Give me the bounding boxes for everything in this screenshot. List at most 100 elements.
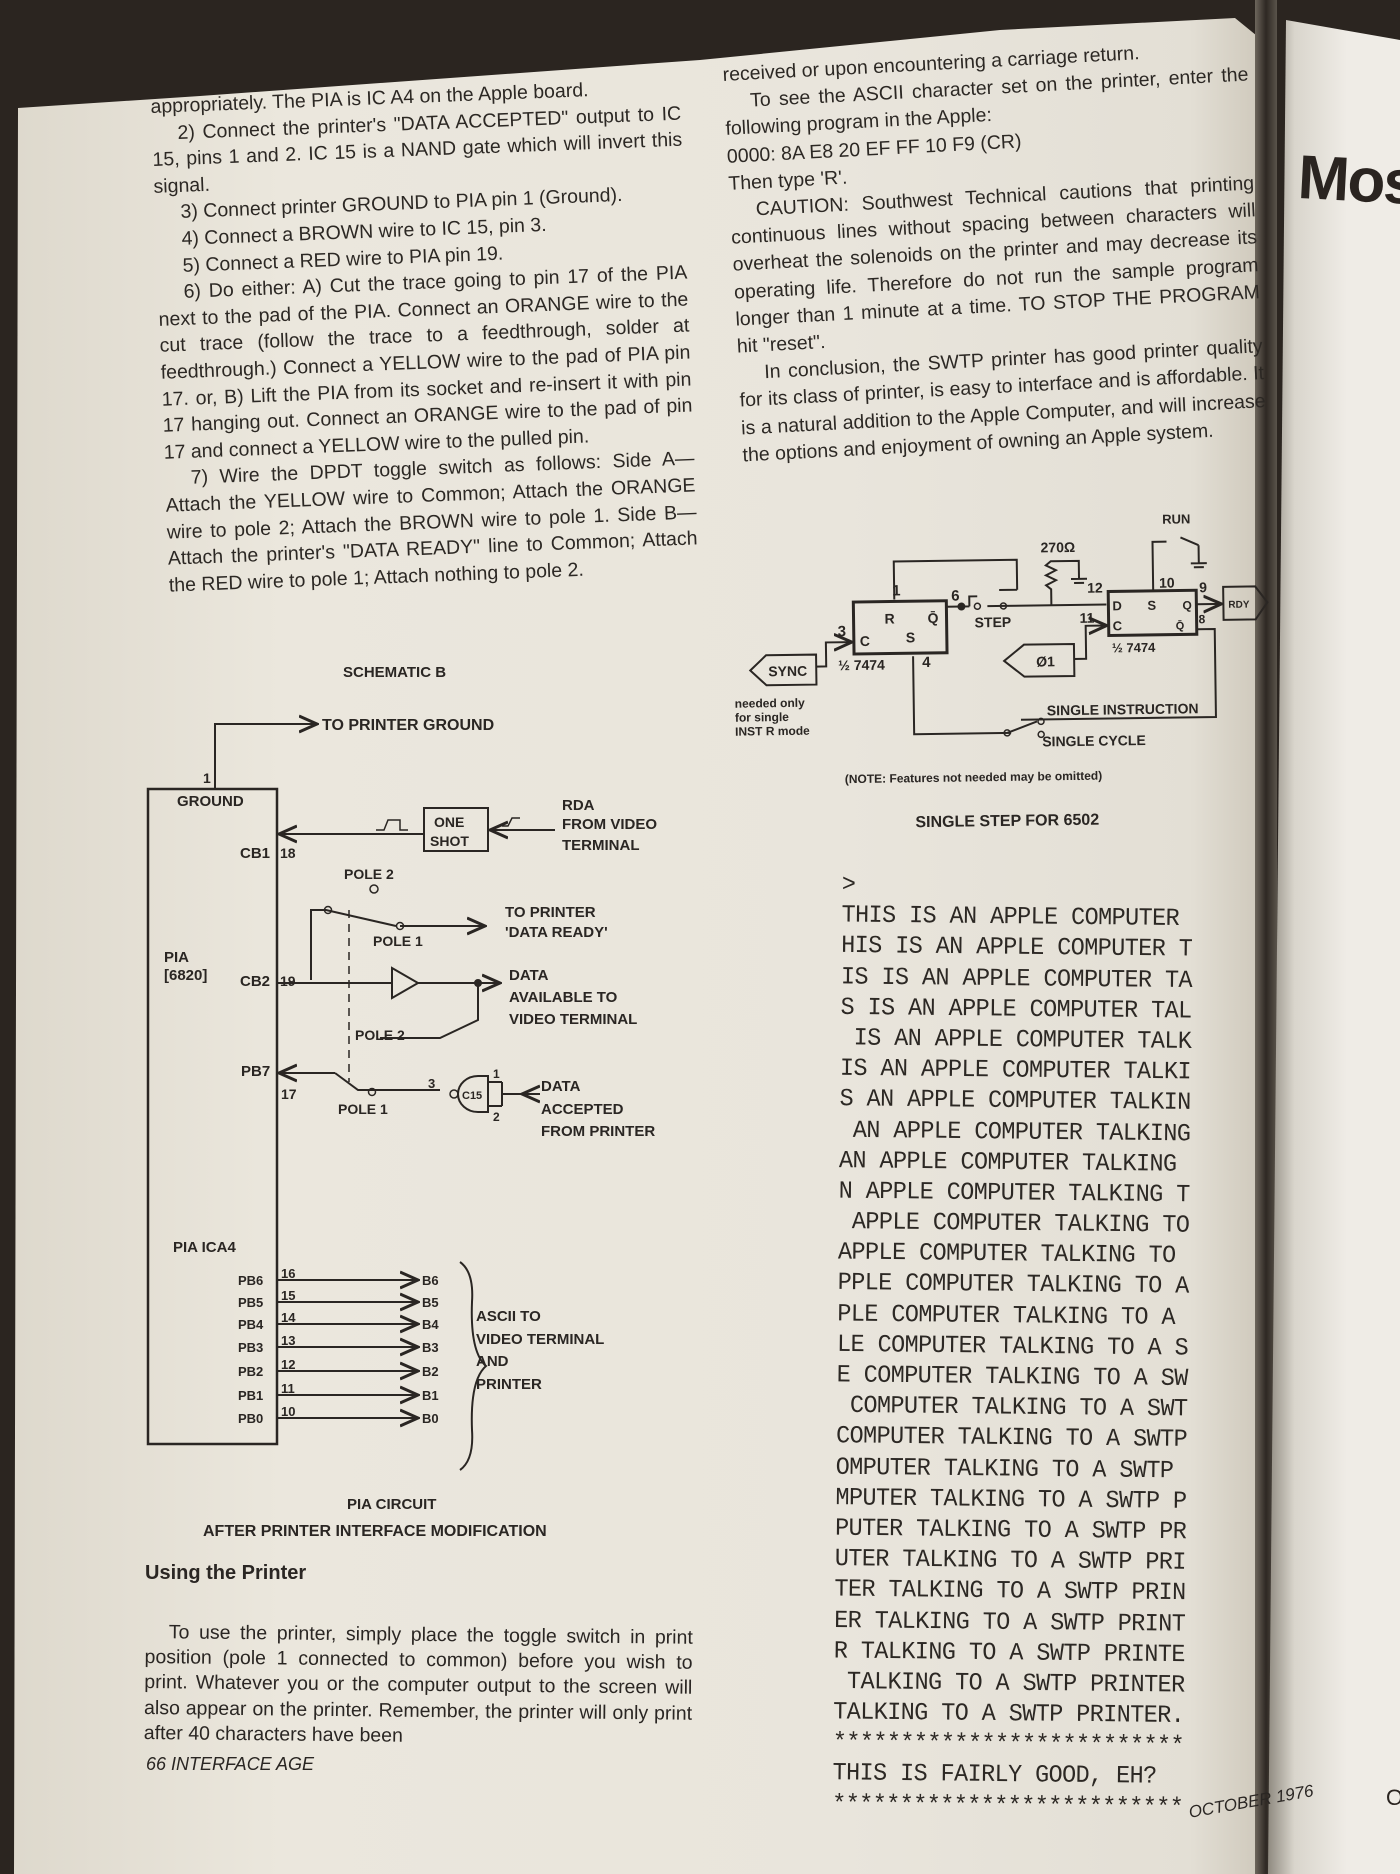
resistor-label: 270Ω (1040, 539, 1075, 555)
printout-line: APPLE COMPUTER TALKING TO (838, 1208, 1190, 1241)
pia-ica4-label: PIA ICA4 (173, 1239, 236, 1256)
switch-contact (973, 602, 982, 611)
pin-label: 1 (493, 1067, 500, 1081)
single-instruction-label: SINGLE INSTRUCTION (1047, 700, 1199, 718)
gate-bubble (449, 1089, 459, 1099)
port-label: PB3 (238, 1340, 263, 1355)
pin-label: D (1112, 598, 1122, 613)
printout-line: TALKING TO A SWTP PRINTER (833, 1667, 1185, 1700)
pin-label: 1 (203, 770, 211, 786)
pin-label: 9 (1199, 579, 1207, 595)
printout-line: S AN APPLE COMPUTER TALKIN (839, 1085, 1191, 1118)
pin-label: 2 (493, 1110, 500, 1124)
printout-line: IS AN APPLE COMPUTER TALK (840, 1024, 1192, 1057)
pole-label: POLE 1 (373, 933, 423, 949)
page-footer: 66 INTERFACE AGE (146, 1754, 315, 1774)
pin-label: Q (1182, 598, 1192, 612)
switch-contact (1003, 729, 1011, 737)
pole-label: POLE 2 (355, 1027, 405, 1043)
pin-label: 6 (951, 588, 960, 605)
bit-label: B4 (422, 1317, 439, 1332)
bit-label: B5 (422, 1295, 439, 1310)
pole1-wire (334, 1072, 440, 1091)
phi1-wire (1074, 626, 1107, 660)
port-label: PB2 (238, 1364, 263, 1379)
pin-label: 4 (922, 654, 931, 671)
data-available-label: AVAILABLE TO (509, 989, 618, 1006)
mode-switch-wire (912, 627, 1217, 736)
printout-line: PUTER TALKING TO A SWTP PR (834, 1514, 1187, 1547)
printout-line: S IS AN APPLE COMPUTER TAL (840, 993, 1192, 1026)
port-label: PB1 (238, 1388, 263, 1403)
single-cycle-label: SINGLE CYCLE (1042, 732, 1146, 749)
buffer-gate (277, 966, 478, 1000)
pin-label: 10 (281, 1404, 295, 1419)
feedback-wire (892, 558, 1019, 600)
sync-tag (748, 653, 818, 687)
printout-line: R TALKING TO A SWTP PRINTE (833, 1637, 1186, 1670)
printout-line: AN APPLE COMPUTER TALKING (839, 1116, 1191, 1149)
pin-label: S (1147, 598, 1156, 613)
schematic-b: SCHEMATIC B TO PRINTER GROUND 1 GROUND C… (146, 664, 657, 1540)
ascii-label: ASCII TO (476, 1308, 541, 1325)
facing-page: Mos O (1268, 20, 1400, 1874)
step-switch-wire (946, 595, 1107, 608)
port-label: PB5 (238, 1295, 263, 1310)
printout-line: HIS IS AN APPLE COMPUTER T (841, 932, 1193, 965)
rdy-tag (1222, 585, 1269, 621)
printout-line: UTER TALKING TO A SWTP PRI (834, 1545, 1186, 1578)
pin-label: 12 (1087, 580, 1103, 596)
pin-label: C (860, 633, 870, 649)
printout-line: APPLE COMPUTER TALKING TO (837, 1238, 1176, 1271)
pin-label: 1 (892, 582, 901, 599)
sync-label: SYNC (768, 663, 807, 680)
pin-label: 11 (281, 1381, 295, 1396)
one-shot-label: SHOT (430, 833, 469, 849)
pin-label: 19 (280, 973, 296, 989)
phi1-label: Ø1 (1036, 653, 1055, 669)
data-available-label: VIDEO TERMINAL (509, 1011, 637, 1028)
printout-line: TALKING TO A SWTP PRINTER. (833, 1698, 1185, 1731)
pin-label: 13 (281, 1333, 295, 1348)
printout-line: E COMPUTER TALKING TO A SW (836, 1361, 1188, 1394)
port-label: PB4 (238, 1317, 264, 1332)
pb7-label: PB7 (241, 1063, 270, 1080)
ground-wire (214, 724, 317, 789)
switch-contact (323, 905, 333, 915)
port-label: PB0 (238, 1411, 263, 1426)
page-gutter-shadow (1255, 0, 1277, 1874)
note-label: INST R mode (735, 724, 810, 739)
run-label: RUN (1162, 511, 1190, 526)
ascii-label: PRINTER (476, 1376, 542, 1393)
switch-contact (1037, 730, 1045, 739)
bit-label: B3 (422, 1340, 439, 1355)
paragraph: To use the printer, simply place the tog… (143, 1621, 693, 1747)
pulse-symbol (376, 819, 408, 831)
ascii-label: VIDEO TERMINAL (476, 1331, 604, 1348)
brace (459, 1261, 488, 1471)
pia-label: [6820] (164, 967, 207, 984)
switch-contact (999, 602, 1008, 610)
figure-caption: SINGLE STEP FOR 6502 (915, 812, 1099, 832)
to-printer-label: TO PRINTER (505, 904, 596, 921)
pin-label: 16 (281, 1266, 295, 1281)
pin-label: 15 (281, 1288, 295, 1303)
schematic-title: SCHEMATIC B (343, 664, 446, 681)
data-accepted-label: DATA (541, 1078, 581, 1095)
printout-line: COMPUTER TALKING TO A SWTP (835, 1422, 1188, 1455)
rda-label: RDA (562, 797, 595, 814)
pulse-symbol (502, 817, 520, 827)
switch-contact (367, 1087, 377, 1097)
chip-label: ½ 7474 (838, 657, 885, 674)
pin-label: C (1113, 618, 1123, 633)
printout-line: ER TALKING TO A SWTP PRINT (833, 1606, 1186, 1639)
pin-label: R (884, 610, 894, 626)
ascii-label: AND (476, 1353, 509, 1370)
printout-line: THIS IS AN APPLE COMPUTER (841, 901, 1180, 934)
nand-gate (456, 1075, 489, 1113)
pin-label: 3 (838, 623, 847, 640)
printout-line: COMPUTER TALKING TO A SWT (836, 1392, 1188, 1425)
pin-label: 18 (280, 845, 296, 861)
printout-line: ************************** (832, 1790, 1184, 1823)
